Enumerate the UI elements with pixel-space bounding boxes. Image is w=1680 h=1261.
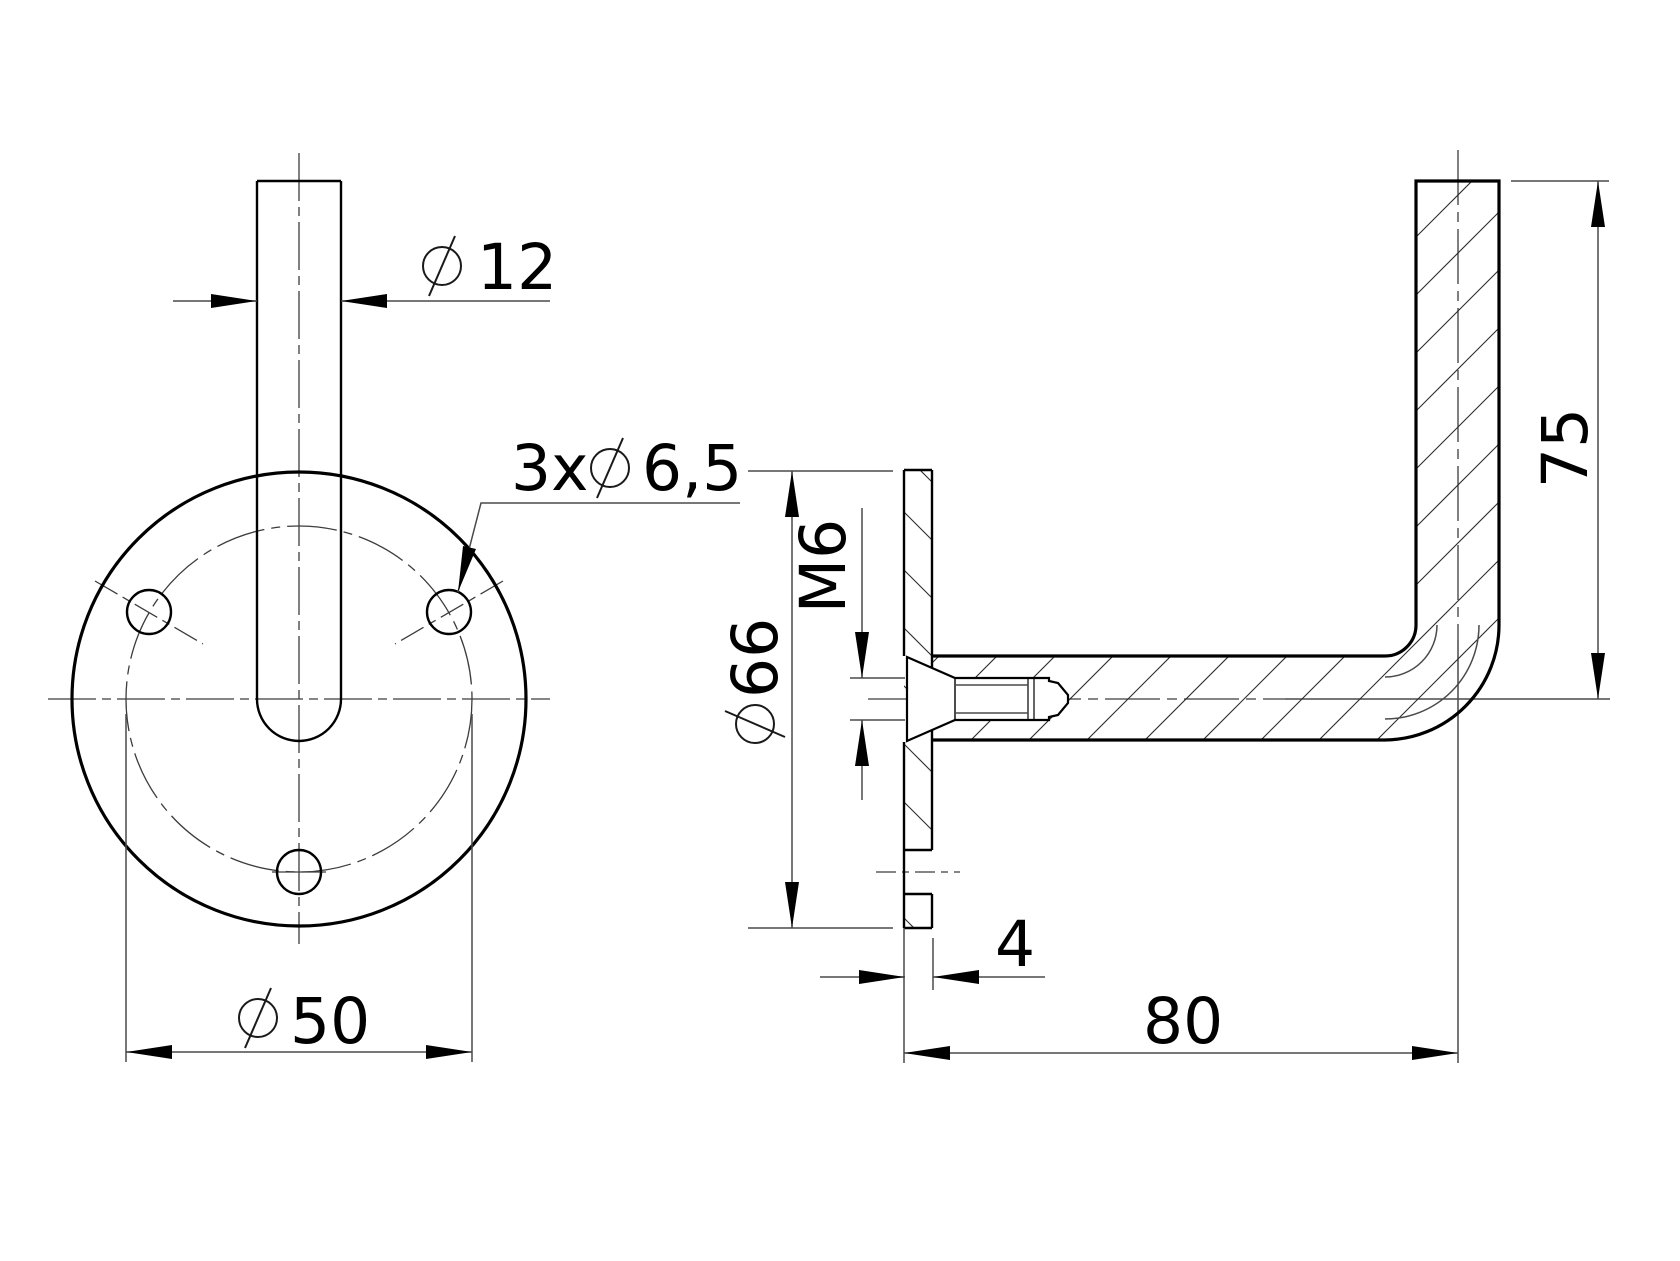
bend-tangent-edge-inner [1384, 624, 1438, 678]
thread-value: M6 [787, 519, 860, 613]
side-view: 66 M6 4 [719, 150, 1610, 1063]
mounting-hole-left [125, 588, 173, 636]
diameter-icon [590, 437, 630, 499]
dimension-height: 75 [1511, 180, 1609, 699]
height-value: 75 [1529, 408, 1602, 488]
diameter-icon [238, 987, 278, 1049]
plate-outer-circle [70, 470, 528, 928]
dimension-bolt-circle: 50 [125, 714, 473, 1062]
plate-diameter-value: 66 [719, 618, 792, 698]
holes-callout: 3x 6,5 [457, 432, 742, 593]
bracket-outline [932, 179, 1501, 742]
front-view: 12 3x 6,5 50 [48, 153, 742, 1062]
mounting-hole-right [425, 588, 473, 636]
hole-right-radial-centerline [394, 580, 504, 645]
holes-count: 3x [511, 432, 588, 505]
rod-diameter-value: 12 [477, 231, 557, 304]
flange-plate [902, 468, 934, 930]
mounting-hole-bottom [275, 848, 323, 896]
plate-thickness-value: 4 [995, 908, 1035, 981]
holes-diameter-value: 6,5 [642, 432, 742, 505]
diameter-icon [724, 704, 786, 744]
bolt-circle-value: 50 [290, 985, 370, 1058]
dimension-rod-diameter: 12 [173, 231, 557, 308]
dimension-plate-thickness: 4 [820, 908, 1045, 1063]
hole-left-radial-centerline [94, 580, 204, 645]
countersunk-screw [905, 655, 1070, 743]
diameter-icon [422, 235, 462, 297]
bend-tangent-edge-outer [1384, 624, 1480, 720]
dimension-thread: M6 [787, 508, 905, 800]
dimension-depth: 80 [904, 985, 1458, 1060]
depth-value: 80 [1143, 985, 1223, 1058]
bolt-circle-centerline [125, 525, 473, 873]
rod-rounded-end [255, 698, 343, 743]
dimension-plate-diameter: 66 [719, 470, 893, 929]
screw-outline [905, 655, 1070, 743]
